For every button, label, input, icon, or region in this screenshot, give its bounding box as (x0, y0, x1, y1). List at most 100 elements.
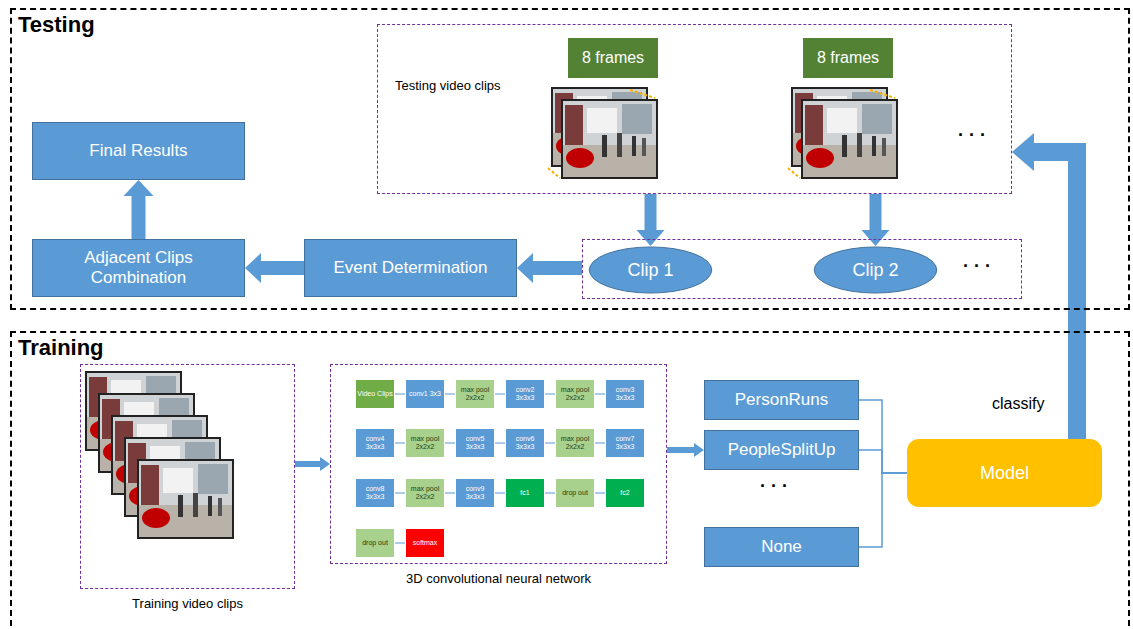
box-text: Event Determination (333, 258, 487, 278)
connector (517, 253, 582, 283)
process-box: Adjacent Clips Combination (32, 239, 245, 297)
connector-line (532, 261, 582, 275)
connector (859, 473, 907, 547)
node-label: Testing (18, 12, 95, 38)
connector-line (395, 543, 405, 544)
frame-arrow (630, 90, 655, 98)
connector-line (495, 394, 505, 395)
box-text: Video Clips (357, 390, 392, 398)
box-text: fc2 (620, 489, 629, 497)
box-text: 8 frames (817, 49, 879, 67)
layer-box: conv6 3x3x3 (505, 428, 545, 458)
frame-arrow (870, 90, 895, 98)
connector (595, 394, 605, 395)
box-text: conv5 3x3x3 (457, 435, 493, 450)
process-box: Final Results (32, 122, 245, 180)
layer-box: conv9 3x3x3 (455, 478, 495, 508)
edge-label: classify (990, 395, 1046, 413)
layer-box: drop out (355, 528, 395, 558)
ellipsis-label: · · · (760, 476, 788, 497)
connector (445, 493, 455, 494)
node-label: Training (18, 335, 104, 361)
connector-line (870, 194, 882, 231)
box-text: conv1 3x3 (409, 390, 441, 398)
connector (395, 493, 405, 494)
connector-line (395, 493, 405, 494)
node-label: · · · (958, 125, 986, 146)
frame-count-box: 8 frames (803, 38, 893, 78)
layer-box: conv7 3x3x3 (605, 428, 645, 458)
connector-line (395, 394, 405, 395)
connector (295, 457, 330, 471)
box-text: 8 frames (582, 49, 644, 67)
connector (545, 493, 555, 494)
clip-ellipse: Clip 2 (813, 246, 938, 294)
connector (859, 400, 907, 473)
arrow-head (320, 457, 330, 471)
arrow-head (245, 253, 261, 283)
box-text: Final Results (89, 141, 187, 161)
box-text: conv9 3x3x3 (457, 485, 493, 500)
connector-line (667, 447, 695, 453)
clip-ellipse: Clip 1 (588, 246, 713, 294)
clip-group: · · ·Clip 1Clip 2 (582, 239, 1022, 299)
connector-line (395, 443, 405, 444)
class-box: PeopleSplitUp (704, 430, 859, 470)
model-box: Model (907, 439, 1102, 507)
arrow-head (862, 230, 890, 246)
connector (495, 493, 505, 494)
connector (495, 394, 505, 395)
process-box: Event Determination (304, 239, 517, 297)
box-text: conv4 3x3x3 (357, 435, 393, 450)
node-label: 3D convolutional neural network (331, 571, 666, 586)
layer-box: conv3 3x3x3 (605, 379, 645, 409)
connector-line (445, 443, 455, 444)
arrow-head (1012, 133, 1034, 171)
box-text: max pool 2x2x2 (407, 485, 443, 500)
layer-box: conv1 3x3 (405, 379, 445, 409)
connector (395, 543, 405, 544)
training-panel: TrainingTraining video clips 3D convoluti… (10, 331, 1130, 629)
connector-line (132, 195, 146, 239)
cnn-group: 3D convolutional neural networkVideo Cli… (330, 364, 667, 564)
arrow-head (517, 253, 533, 283)
box-text: drop out (362, 539, 388, 547)
connector-line (595, 493, 605, 494)
connector-line (595, 443, 605, 444)
layer-box: max pool 2x2x2 (555, 379, 595, 409)
connector-line (495, 443, 505, 444)
connector-line (260, 261, 304, 275)
box-text: drop out (562, 489, 588, 497)
connector-line (545, 394, 555, 395)
box-text: Adjacent Clips Combination (39, 248, 238, 288)
layer-box: max pool 2x2x2 (555, 428, 595, 458)
box-text: softmax (413, 539, 438, 547)
connector-line (445, 493, 455, 494)
connector-line (295, 461, 321, 467)
layer-box: fc2 (605, 478, 645, 508)
layer-box: max pool 2x2x2 (405, 428, 445, 458)
connector-line (545, 493, 555, 494)
video-frame (562, 100, 657, 178)
connector (395, 443, 405, 444)
box-text: max pool 2x2x2 (557, 435, 593, 450)
box-text: max pool 2x2x2 (457, 386, 493, 401)
connector-line (859, 473, 907, 547)
box-text: Clip 2 (852, 260, 898, 281)
connector (445, 443, 455, 444)
box-text: conv2 3x3x3 (507, 386, 543, 401)
box-text: None (761, 537, 802, 557)
connector-line (595, 394, 605, 395)
connector (859, 450, 907, 473)
node-label: Training video clips (81, 596, 294, 611)
class-box: PersonRuns (704, 380, 859, 420)
layer-box: conv5 3x3x3 (455, 428, 495, 458)
connector-line (859, 450, 907, 473)
connector (495, 443, 505, 444)
box-text: conv7 3x3x3 (607, 435, 643, 450)
connector (545, 394, 555, 395)
frame-arrow (788, 168, 800, 178)
connector-line (495, 493, 505, 494)
box-text: PeopleSplitUp (728, 440, 836, 460)
